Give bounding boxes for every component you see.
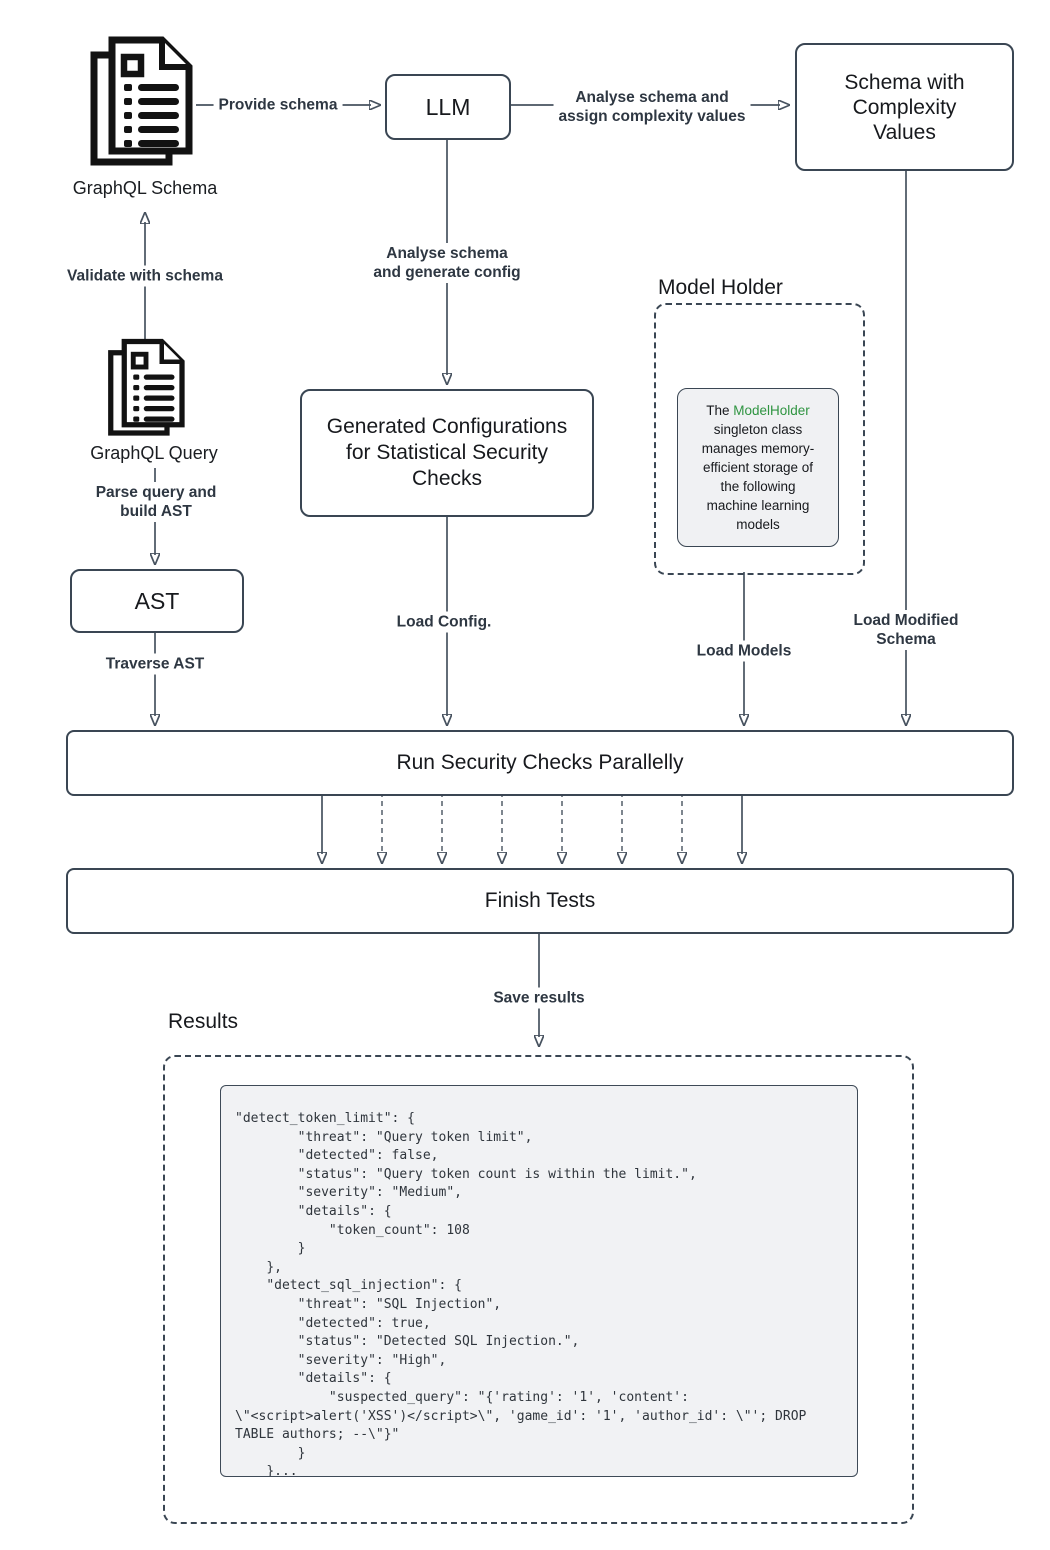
model-holder-note-text: The ModelHolder singleton class manages … (694, 401, 822, 534)
graphql-query-label: GraphQL Query (90, 443, 218, 463)
generated-config-line1: Generated Configurations (326, 415, 568, 438)
edge-label-load-modified-schema: Load Modified Schema (848, 610, 964, 650)
edge-label-analyse-generate-line1: Analyse schema (386, 245, 508, 262)
model-holder-note: The ModelHolder singleton class manages … (677, 388, 839, 547)
schema-complexity-line1: Schema with (844, 70, 965, 94)
schema-complexity-node: Schema with Complexity Values (795, 43, 1014, 171)
edge-label-analyse-generate-line2: and generate config (373, 264, 521, 281)
ast-node-label: AST (134, 588, 180, 614)
edge-label-analyse-generate: Analyse schema and generate config (368, 243, 526, 283)
generated-config-node: Generated Configurations for Statistical… (300, 389, 594, 517)
model-holder-container (654, 303, 865, 575)
model-holder-note-prefix: The (706, 403, 734, 418)
results-code: "detect_token_limit": { "threat": "Query… (235, 1111, 807, 1477)
model-holder-title: Model Holder (658, 276, 783, 299)
results-container (163, 1055, 914, 1524)
finish-tests-label: Finish Tests (484, 889, 596, 912)
generated-config-line2: for Statistical Security (346, 441, 548, 464)
ast-node: AST (70, 569, 244, 633)
edge-label-load-modified-line1: Load Modified (853, 612, 959, 629)
edge-label-analyse-assign-line2: assign complexity values (558, 108, 746, 125)
edge-label-validate-schema: Validate with schema (62, 265, 228, 287)
edge-label-load-modified-line2: Schema (876, 631, 936, 648)
finish-tests-node: Finish Tests (66, 868, 1014, 934)
model-holder-class-name: ModelHolder (733, 403, 810, 418)
graphql-schema-icon (90, 36, 193, 166)
edge-label-parse-query-line1: Parse query and (95, 484, 217, 501)
model-holder-note-suffix: singleton class manages memory-efficient… (701, 422, 815, 532)
edge-label-parse-query: Parse query and build AST (90, 482, 222, 522)
graphql-schema-label: GraphQL Schema (72, 178, 218, 198)
graphql-query-icon (108, 338, 185, 436)
run-security-checks-label: Run Security Checks Parallelly (396, 751, 684, 774)
generated-config-line3: Checks (411, 467, 483, 490)
schema-complexity-line2: Complexity (852, 95, 957, 119)
edge-label-analyse-assign: Analyse schema and assign complexity val… (553, 87, 751, 127)
edge-label-provide-schema: Provide schema (213, 94, 343, 116)
edge-label-traverse-ast: Traverse AST (100, 653, 210, 675)
results-code-box: "detect_token_limit": { "threat": "Query… (220, 1085, 858, 1477)
edge-label-load-config: Load Config. (391, 611, 497, 633)
llm-node: LLM (385, 74, 511, 140)
schema-complexity-line3: Values (873, 120, 936, 144)
edge-label-save-results: Save results (488, 987, 590, 1009)
results-title: Results (168, 1010, 239, 1033)
llm-node-label: LLM (425, 94, 471, 120)
edge-label-parse-query-line2: build AST (120, 503, 192, 520)
edge-label-load-models: Load Models (691, 640, 797, 662)
edge-label-analyse-assign-line1: Analyse schema and (575, 89, 729, 106)
run-security-checks-node: Run Security Checks Parallelly (66, 730, 1014, 796)
